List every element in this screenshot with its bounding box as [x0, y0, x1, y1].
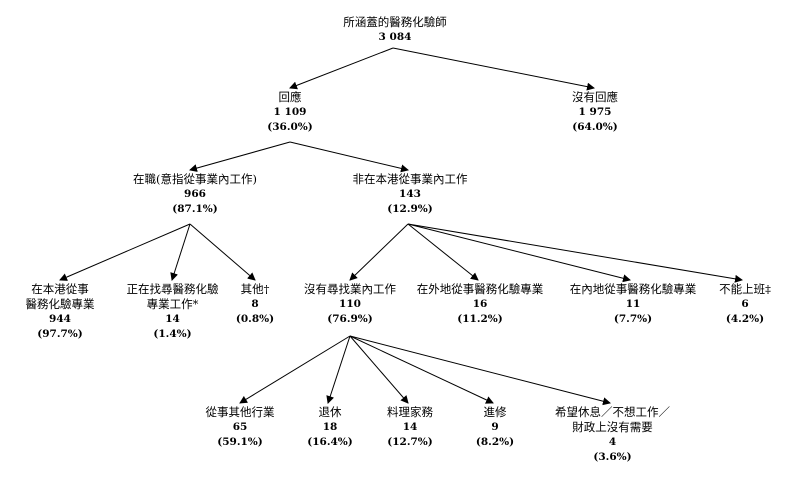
node-local-practice: 在本港從事 醫務化驗專業 944 (97.7%)	[5, 282, 115, 342]
node-rest-count: 4	[608, 436, 617, 448]
node-local-practice-label-1: 在本港從事	[31, 282, 89, 296]
node-study-label: 進修	[483, 405, 507, 419]
node-employed-count: 966	[184, 188, 206, 200]
node-responded-label: 回應	[278, 90, 302, 104]
edge-employed-to-local-practice	[59, 223, 191, 281]
node-housework-label: 料理家務	[387, 405, 433, 419]
edge-root-to-responded	[289, 47, 394, 90]
node-seeking: 正在找尋醫務化驗 專業工作* 14 (1.4%)	[110, 282, 235, 342]
node-responded-percent: (36.0%)	[267, 121, 313, 133]
node-others-count: 8	[251, 298, 259, 310]
node-not-local-practice-percent: (12.9%)	[387, 203, 433, 215]
edge-not-local-to-mainland	[407, 223, 631, 283]
node-study-count: 9	[491, 421, 499, 433]
node-no-response-count: 1 975	[578, 106, 612, 118]
node-study: 進修 9 (8.2%)	[465, 405, 525, 450]
edge-not-seeking-to-retired	[326, 335, 351, 404]
node-not-seeking-count: 110	[339, 298, 361, 310]
node-mainland: 在內地從事醫務化驗專業 11 (7.7%)	[558, 282, 708, 327]
node-housework-count: 14	[402, 421, 418, 433]
node-housework: 料理家務 14 (12.7%)	[370, 405, 450, 450]
node-overseas-label: 在外地從事醫務化驗專業	[416, 282, 544, 296]
node-housework-percent: (12.7%)	[387, 436, 433, 448]
node-others-label: 其他†	[240, 282, 270, 296]
node-unable: 不能上班‡ 6 (4.2%)	[705, 282, 785, 327]
node-seeking-label-2: 專業工作*	[146, 297, 199, 311]
node-local-practice-count: 944	[49, 313, 71, 325]
node-overseas-count: 16	[472, 298, 488, 310]
node-overseas: 在外地從事醫務化驗專業 16 (11.2%)	[405, 282, 555, 327]
node-not-seeking: 沒有尋找業內工作 110 (76.9%)	[295, 282, 405, 327]
node-rest-label-1: 希望休息／不想工作／	[555, 405, 670, 419]
node-others-percent: (0.8%)	[235, 313, 275, 325]
edge-not-seeking-to-other-industry	[239, 335, 351, 404]
node-other-industry-label: 從事其他行業	[205, 405, 275, 419]
node-unable-percent: (4.2%)	[725, 313, 765, 325]
node-retired-percent: (16.4%)	[307, 436, 353, 448]
node-mainland-percent: (7.7%)	[613, 313, 653, 325]
node-unable-label: 不能上班‡	[719, 282, 771, 296]
node-root-count: 3 084	[378, 31, 412, 43]
edge-not-local-to-unable	[407, 223, 743, 283]
node-others: 其他† 8 (0.8%)	[230, 282, 280, 327]
node-other-industry-percent: (59.1%)	[217, 436, 263, 448]
node-employed-label: 在職(意指從事業內工作)	[133, 172, 257, 186]
node-rest: 希望休息／不想工作／ 財政上沒有需要 4 (3.6%)	[535, 405, 690, 465]
node-retired: 退休 18 (16.4%)	[300, 405, 360, 450]
node-root-label: 所涵蓋的醫務化驗師	[343, 15, 447, 29]
node-seeking-count: 14	[165, 313, 180, 325]
node-seeking-percent: (1.4%)	[153, 328, 192, 340]
node-local-practice-label-2: 醫務化驗專業	[25, 297, 95, 311]
node-seeking-label-1: 正在找尋醫務化驗	[126, 282, 219, 296]
node-no-response: 沒有回應 1 975 (64.0%)	[535, 90, 655, 135]
edge-not-seeking-to-rest	[349, 335, 611, 406]
node-rest-label-2: 財政上沒有需要	[572, 420, 653, 434]
node-not-local-practice-label: 非在本港從事業內工作	[352, 172, 468, 186]
edge-responded-to-not-local	[289, 141, 409, 173]
edge-employed-to-others	[189, 223, 256, 281]
node-root: 所涵蓋的醫務化驗師 3 084	[315, 15, 475, 45]
node-unable-count: 6	[741, 298, 749, 310]
node-other-industry: 從事其他行業 65 (59.1%)	[185, 405, 295, 450]
node-other-industry-count: 65	[232, 421, 248, 433]
node-retired-label: 退休	[318, 405, 342, 419]
edge-not-local-to-not-seeking	[349, 223, 409, 281]
node-employed-percent: (87.1%)	[172, 203, 218, 215]
node-no-response-label: 沒有回應	[572, 90, 618, 104]
edge-not-seeking-to-study	[349, 335, 494, 404]
node-not-seeking-percent: (76.9%)	[327, 313, 373, 325]
node-mainland-count: 11	[625, 298, 641, 310]
node-overseas-percent: (11.2%)	[457, 313, 503, 325]
node-retired-count: 18	[322, 421, 338, 433]
node-responded-count: 1 109	[273, 106, 307, 118]
node-rest-percent: (3.6%)	[593, 451, 632, 463]
node-local-practice-percent: (97.7%)	[37, 328, 83, 340]
node-responded: 回應 1 109 (36.0%)	[230, 90, 350, 135]
edge-responded-to-employed	[189, 141, 291, 172]
edge-employed-to-seeking	[170, 223, 191, 281]
node-no-response-percent: (64.0%)	[572, 121, 618, 133]
node-mainland-label: 在內地從事醫務化驗專業	[569, 282, 697, 296]
node-not-seeking-label: 沒有尋找業內工作	[304, 282, 396, 296]
edge-not-local-to-overseas	[407, 223, 479, 281]
node-employed: 在職(意指從事業內工作) 966 (87.1%)	[115, 172, 275, 217]
edge-not-seeking-to-housework	[349, 335, 409, 404]
edge-root-to-no-response	[392, 47, 595, 91]
node-not-local-practice-count: 143	[399, 188, 421, 200]
node-not-local-practice: 非在本港從事業內工作 143 (12.9%)	[330, 172, 490, 217]
node-study-percent: (8.2%)	[475, 436, 515, 448]
